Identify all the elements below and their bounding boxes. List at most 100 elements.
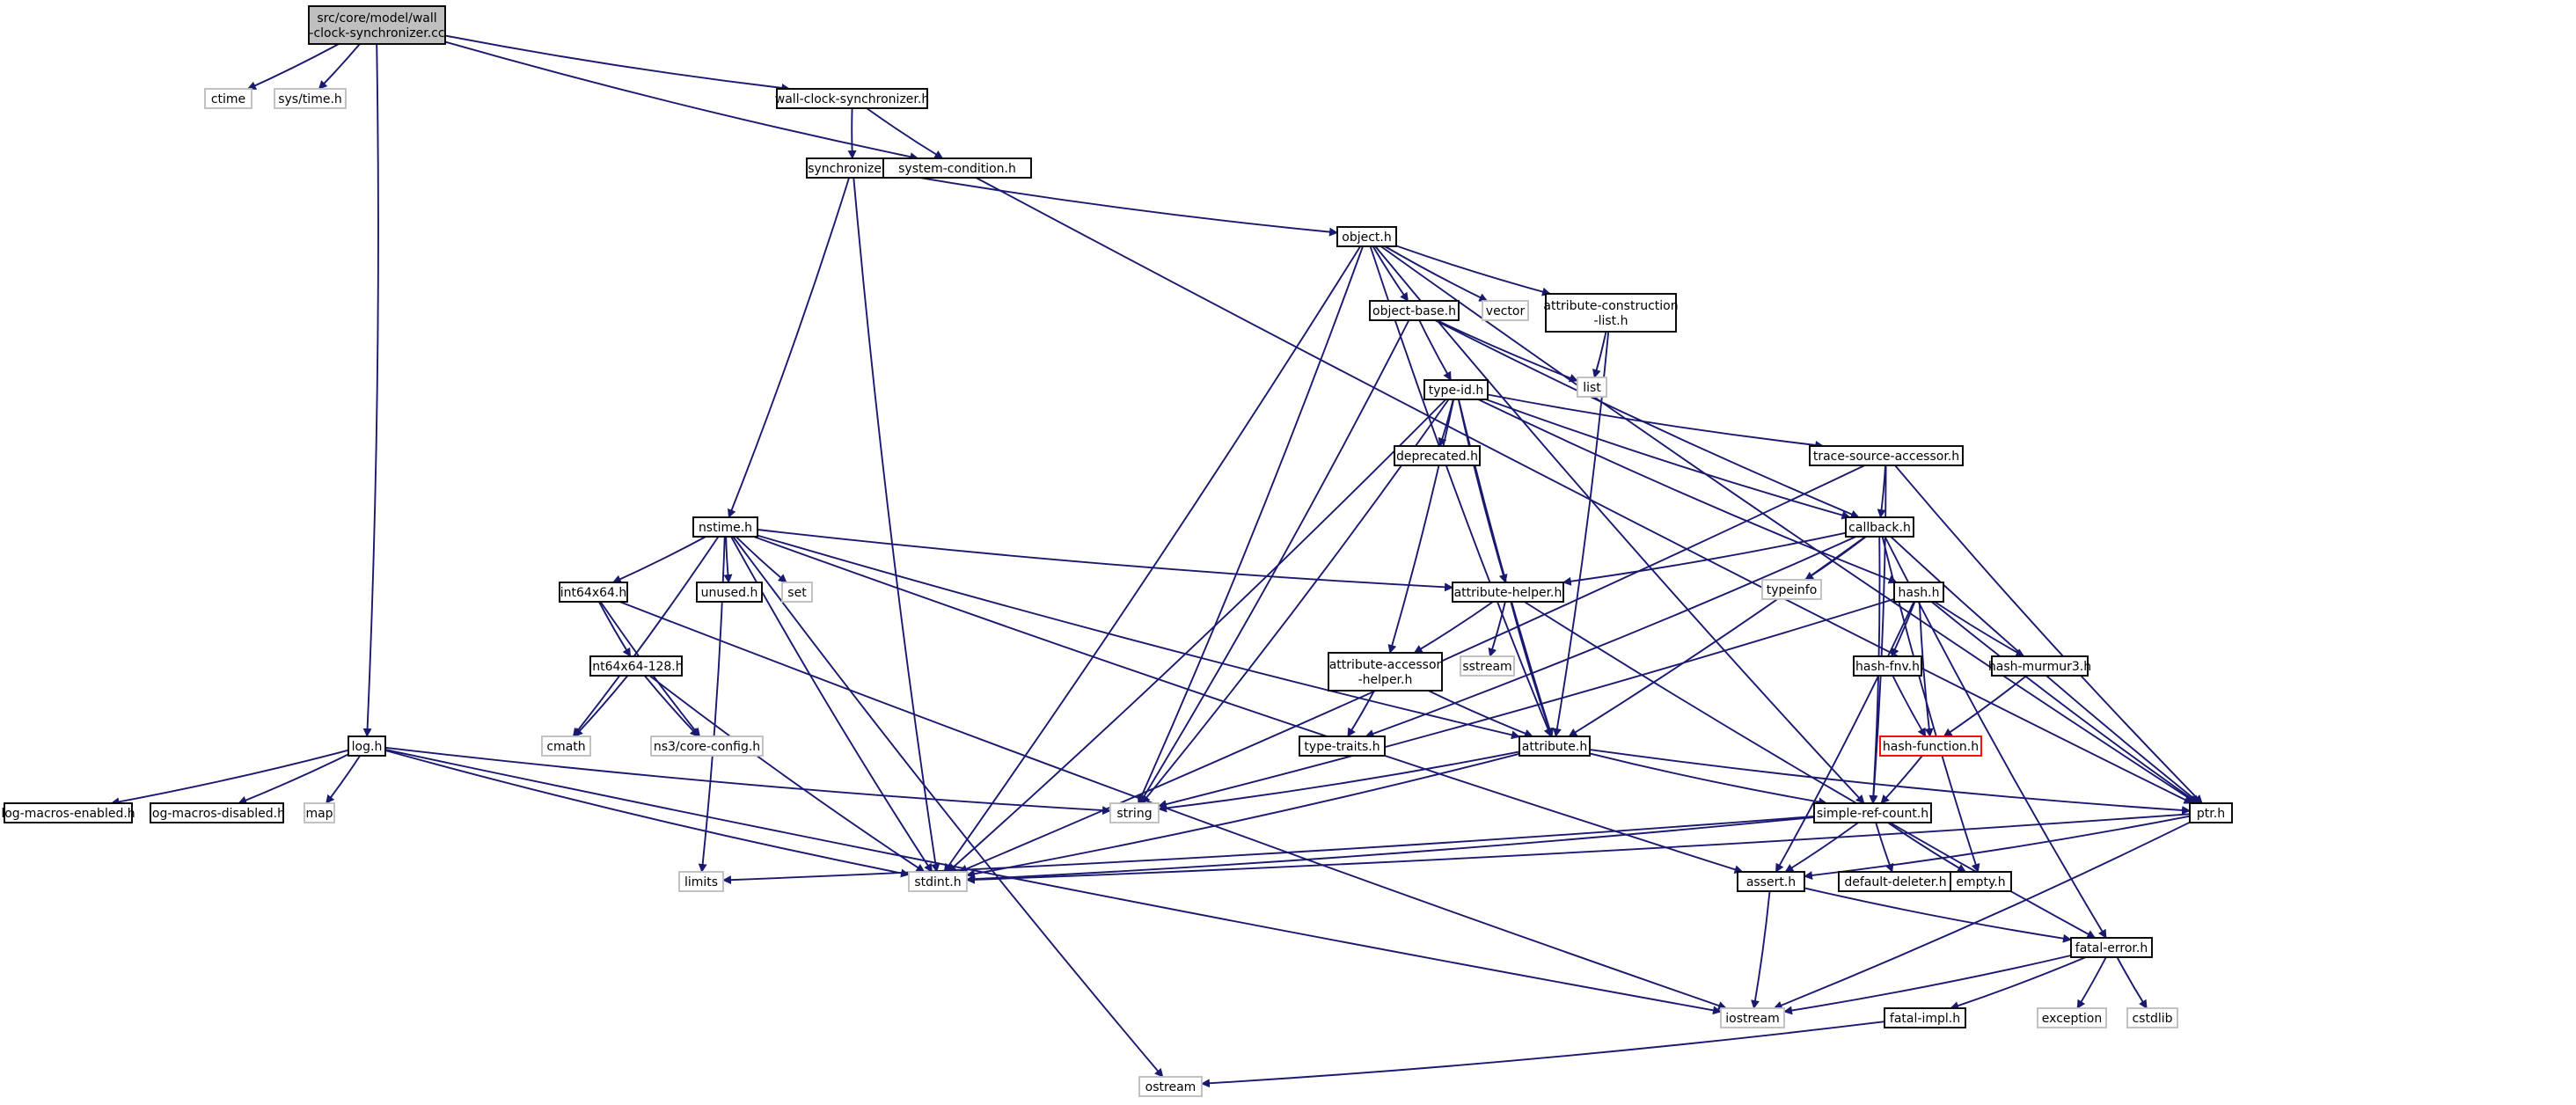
node-logdis[interactable]: log-macros-disabled.h xyxy=(149,802,285,823)
edge-object-to-string xyxy=(1137,245,1364,804)
edge-typeid-to-tracesrc xyxy=(1487,393,1825,450)
node-box-iostream xyxy=(1720,1007,1785,1028)
node-box-logen xyxy=(4,802,133,823)
node-box-typetraits xyxy=(1299,735,1386,757)
edge-attracc-to-typetraits xyxy=(1347,690,1375,737)
node-attrcons[interactable]: attribute-construction-list.h xyxy=(1543,293,1679,333)
edge-syscond-to-ptr xyxy=(975,177,2193,804)
node-vector: vector xyxy=(1482,300,1529,321)
node-defdel[interactable]: default-deleter.h xyxy=(1838,871,1953,892)
node-label: ostream xyxy=(1145,1080,1197,1094)
node-box-tracesrc xyxy=(1809,445,1964,466)
node-label: ns3/core-config.h xyxy=(654,740,760,754)
edge-object-to-ptr xyxy=(1380,245,2198,804)
node-callback[interactable]: callback.h xyxy=(1845,516,1914,538)
edge-log-to-stdint xyxy=(384,750,910,878)
node-box-ctime xyxy=(204,88,252,109)
node-root[interactable]: src/core/model/wall-clock-synchronizer.c… xyxy=(308,5,446,45)
node-box-typeid xyxy=(1423,379,1489,400)
node-box-log xyxy=(348,735,386,757)
edge-log-to-map xyxy=(326,755,361,804)
node-label: log-macros-disabled.h xyxy=(149,807,285,821)
node-fatalimpl[interactable]: fatal-impl.h xyxy=(1884,1007,1966,1028)
node-tracesrc[interactable]: trace-source-accessor.h xyxy=(1809,445,1964,466)
edge-hash-to-string xyxy=(1158,597,1895,809)
node-nstime[interactable]: nstime.h xyxy=(692,516,758,538)
edge-callback-to-attrhelper xyxy=(1562,531,1847,586)
node-box-set xyxy=(781,582,813,603)
edge-attribute-to-string xyxy=(1158,750,1520,813)
edge-synchronizer-to-nstime xyxy=(728,177,851,518)
node-int64x64[interactable]: int64x64.h xyxy=(559,582,628,603)
edge-ptr-to-stdint xyxy=(966,813,2191,884)
node-ptr[interactable]: ptr.h xyxy=(2189,802,2233,823)
edge-callback-to-typetraits xyxy=(1365,536,1856,738)
node-box-hash xyxy=(1893,582,1944,603)
node-object[interactable]: object.h xyxy=(1336,226,1397,247)
node-label: iostream xyxy=(1725,1012,1780,1026)
edge-int128-to-cmath xyxy=(574,675,629,737)
node-hashfnv[interactable]: hash-fnv.h xyxy=(1853,655,1922,677)
node-hash[interactable]: hash.h xyxy=(1893,582,1944,603)
node-unused[interactable]: unused.h xyxy=(696,582,763,603)
node-typetraits[interactable]: type-traits.h xyxy=(1299,735,1386,757)
node-label: -clock-synchronizer.cc xyxy=(309,26,444,40)
node-set: set xyxy=(781,582,813,603)
node-objectbase[interactable]: object-base.h xyxy=(1369,300,1460,321)
node-label: fatal-error.h xyxy=(2075,941,2148,955)
node-box-map xyxy=(304,802,335,823)
edge-hash-to-hashfnv xyxy=(1891,601,1916,657)
node-assert[interactable]: assert.h xyxy=(1737,871,1805,892)
node-hashfunc[interactable]: hash-function.h xyxy=(1879,735,1982,757)
node-box-hashmurmur xyxy=(1991,655,2089,677)
node-typeid[interactable]: type-id.h xyxy=(1423,379,1489,400)
node-synchronizer[interactable]: synchronizer.h xyxy=(806,157,899,179)
node-label: cmath xyxy=(546,740,585,754)
edge-simpleref-to-assert xyxy=(1784,822,1859,873)
node-attracc[interactable]: attribute-accessor-helper.h xyxy=(1328,652,1443,692)
node-map: map xyxy=(304,802,335,823)
node-box-fatalerr xyxy=(2070,937,2153,958)
node-label: int64x64.h xyxy=(560,586,627,600)
node-simpleref[interactable]: simple-ref-count.h xyxy=(1813,802,1932,823)
node-label: system-condition.h xyxy=(898,162,1016,176)
node-label: sstream xyxy=(1462,660,1511,674)
edge-attrhelper-to-fatalerr xyxy=(1524,601,2097,939)
edge-object-to-objectbase xyxy=(1372,245,1409,302)
node-box-hashfnv xyxy=(1853,655,1922,677)
node-log[interactable]: log.h xyxy=(348,735,386,757)
node-label: empty.h xyxy=(1956,875,2005,889)
node-box-simpleref xyxy=(1813,802,1932,823)
edge-typeid-to-callback xyxy=(1485,399,1851,520)
edge-callback-to-attribute xyxy=(1568,536,1866,737)
node-label: list xyxy=(1583,381,1601,395)
node-logen[interactable]: log-macros-enabled.h xyxy=(1,802,135,823)
node-box-unused xyxy=(696,582,763,603)
edge-objectbase-to-callback xyxy=(1434,319,1860,519)
edge-root-to-wallclock xyxy=(444,34,791,92)
edge-ptr-to-assert xyxy=(1804,815,2191,880)
node-box-attribute xyxy=(1519,735,1591,757)
node-box-fatalimpl xyxy=(1884,1007,1966,1028)
node-syscond[interactable]: system-condition.h xyxy=(882,157,1032,179)
node-label: stdint.h xyxy=(914,875,961,889)
node-label: callback.h xyxy=(1848,521,1911,535)
node-fatalerr[interactable]: fatal-error.h xyxy=(2070,937,2153,958)
node-attrhelper[interactable]: attribute-helper.h xyxy=(1452,582,1564,603)
node-empty[interactable]: empty.h xyxy=(1950,871,2012,892)
edge-log-to-iostream xyxy=(384,749,1722,1015)
node-wallclock[interactable]: wall-clock-synchronizer.h xyxy=(775,88,929,109)
node-attribute[interactable]: attribute.h xyxy=(1519,735,1591,757)
node-box-ptr xyxy=(2189,802,2233,823)
node-deprecated[interactable]: deprecated.h xyxy=(1394,445,1481,466)
node-int128[interactable]: int64x64-128.h xyxy=(589,655,684,677)
dependency-edges xyxy=(110,34,2203,1088)
node-hashmurmur[interactable]: hash-murmur3.h xyxy=(1988,655,2091,677)
node-typeinfo: typeinfo xyxy=(1761,579,1822,600)
edge-int64x64-to-iostream xyxy=(619,601,1728,1010)
node-label: type-id.h xyxy=(1429,384,1483,398)
edge-assert-to-fatalerr xyxy=(1804,887,2072,943)
edge-hash-to-assert xyxy=(1775,601,1915,873)
node-label: log-macros-enabled.h xyxy=(1,807,135,821)
node-box-objectbase xyxy=(1369,300,1460,321)
